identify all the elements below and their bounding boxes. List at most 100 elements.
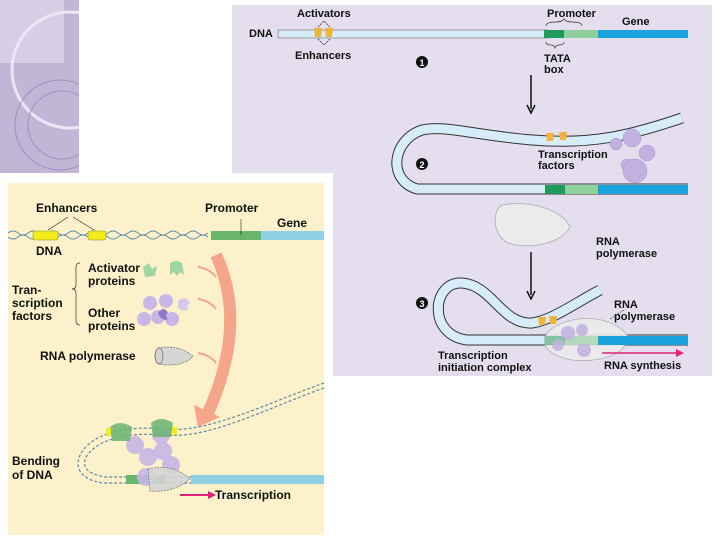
dna-loop — [433, 278, 688, 345]
rna-polymerase-label-line1: RNA — [596, 236, 620, 248]
enhancers-pointer — [317, 38, 331, 46]
small-arrow — [197, 266, 217, 278]
tata-label-line2: box — [544, 64, 564, 76]
tata-box-segment — [545, 185, 565, 194]
step1-dna: Activators DNA Enhancers Promoter Gene T… — [249, 8, 688, 76]
gene-segment — [598, 185, 688, 194]
gene-label: Gene — [622, 16, 650, 28]
activator-icon — [538, 316, 557, 325]
activator-proteins-label-line1: Activator — [88, 261, 140, 275]
enhancer-pointer — [47, 216, 69, 231]
transcription-factors-legend: Activator proteins Tran- scription facto… — [12, 261, 194, 366]
transcription-factors-label-line1: Tran- — [12, 283, 41, 297]
step-3-badge: 3 — [416, 297, 428, 309]
deco-ring-inner — [27, 90, 79, 160]
small-arrow — [197, 352, 217, 364]
svg-text:2: 2 — [419, 160, 424, 170]
enhancer-segment — [87, 230, 107, 241]
rna-polymerase-step3-label-line1: RNA — [614, 299, 638, 311]
activator-icon — [314, 28, 333, 37]
rna-synthesis-label: RNA synthesis — [604, 360, 681, 372]
step-2-badge: 2 — [416, 158, 428, 170]
promoter-brace — [545, 18, 583, 27]
svg-text:1: 1 — [419, 58, 424, 68]
activator-icon — [546, 132, 567, 141]
rna-synthesis-arrow — [602, 349, 684, 357]
bent-dna-complex: Transcription Bending of DNA — [12, 382, 325, 502]
promoter-segment — [565, 185, 598, 194]
tata-brace — [545, 41, 565, 50]
activators-pointer — [317, 20, 331, 28]
svg-text:3: 3 — [419, 299, 424, 309]
dna-helix-bent — [84, 387, 325, 478]
slide-decoration — [0, 0, 79, 173]
big-curved-arrow — [194, 252, 237, 427]
transcription-initiation-complex-label-line2: initiation complex — [438, 362, 532, 374]
transcription-factors-label-line2: factors — [538, 160, 575, 172]
activator-bound — [110, 423, 132, 441]
transcription-factor-proteins — [552, 324, 591, 357]
bending-of-dna-label-line1: Bending — [12, 454, 60, 468]
deco-square — [0, 0, 64, 63]
activator-protein-icons — [143, 261, 184, 277]
step-1-badge: 1 — [416, 56, 428, 68]
transcription-label: Transcription — [215, 488, 291, 502]
dna-helix-bent — [77, 382, 325, 484]
step3-dna-loop: RNA polymerase Transcription initiation … — [432, 277, 688, 374]
other-proteins-label-line2: proteins — [88, 319, 136, 333]
bending-of-dna-label-line2: of DNA — [12, 468, 53, 482]
transcription-factors-label-line2: scription — [12, 296, 63, 310]
transcription-arrow — [180, 491, 216, 499]
transcription-factor-cluster — [106, 419, 191, 492]
activator-bound — [151, 419, 173, 437]
rna-polymerase-bound — [147, 467, 191, 492]
gene-segment — [261, 231, 324, 240]
dna-loop — [392, 113, 688, 194]
activator-proteins-label-line2: proteins — [88, 274, 136, 288]
promoter-segment — [211, 231, 261, 240]
small-arrow — [197, 298, 217, 310]
other-proteins-label-line1: Other — [88, 306, 120, 320]
activators-label: Activators — [297, 8, 351, 20]
gene-segment — [191, 475, 324, 484]
promoter-segment — [564, 30, 598, 38]
big-arrow-head — [194, 405, 220, 427]
decorative-circles-icon — [0, 0, 79, 171]
tata-label-line1: TATA — [544, 53, 571, 65]
dna-label: DNA — [36, 244, 62, 258]
step-arrow-2 — [526, 252, 536, 301]
other-protein-icons — [137, 294, 190, 326]
rna-polymerase-icon — [154, 346, 194, 366]
step2-dna-loop: Transcription factors RNA polymerase — [391, 112, 688, 260]
promoter-segment — [565, 336, 598, 345]
promoter-label: Promoter — [205, 201, 259, 215]
enhancer-segment — [172, 427, 177, 435]
tata-box-segment — [544, 30, 564, 38]
rna-polymerase-shape — [494, 203, 571, 247]
enhancers-label: Enhancers — [36, 201, 98, 215]
transcription-factors-label-line3: factors — [12, 309, 52, 323]
top-dna-helix: Enhancers Promoter Gene DNA — [7, 201, 324, 258]
transcription-factors-label-line1: Transcription — [538, 149, 608, 161]
rna-polymerase-label: RNA polymerase — [40, 349, 136, 363]
enhancer-segment — [106, 428, 111, 436]
gene-label: Gene — [277, 216, 307, 230]
step-arrow-1 — [526, 75, 536, 115]
rna-polymerase-pointer — [609, 309, 625, 320]
deco-ring-outer — [14, 79, 79, 171]
gene-segment — [598, 30, 688, 38]
deco-ring-large — [10, 10, 79, 130]
gene-segment — [598, 336, 688, 345]
rna-polymerase-label-line2: polymerase — [596, 248, 657, 260]
legend-brace — [71, 262, 81, 326]
small-arrows — [197, 266, 217, 364]
dna-bending-figure: Enhancers Promoter Gene DNA Activator pr… — [7, 183, 325, 535]
enhancer-pointer — [72, 216, 95, 231]
big-arrow-shaft — [202, 252, 237, 416]
transcription-initiation-complex-label-line1: Transcription — [438, 350, 508, 362]
enhancers-label: Enhancers — [295, 50, 351, 62]
rna-polymerase-step3-label-line2: polymerase — [614, 311, 675, 323]
enhancer-segment — [32, 230, 59, 241]
transcription-factor-proteins — [609, 128, 656, 184]
promoter-label: Promoter — [547, 8, 597, 20]
